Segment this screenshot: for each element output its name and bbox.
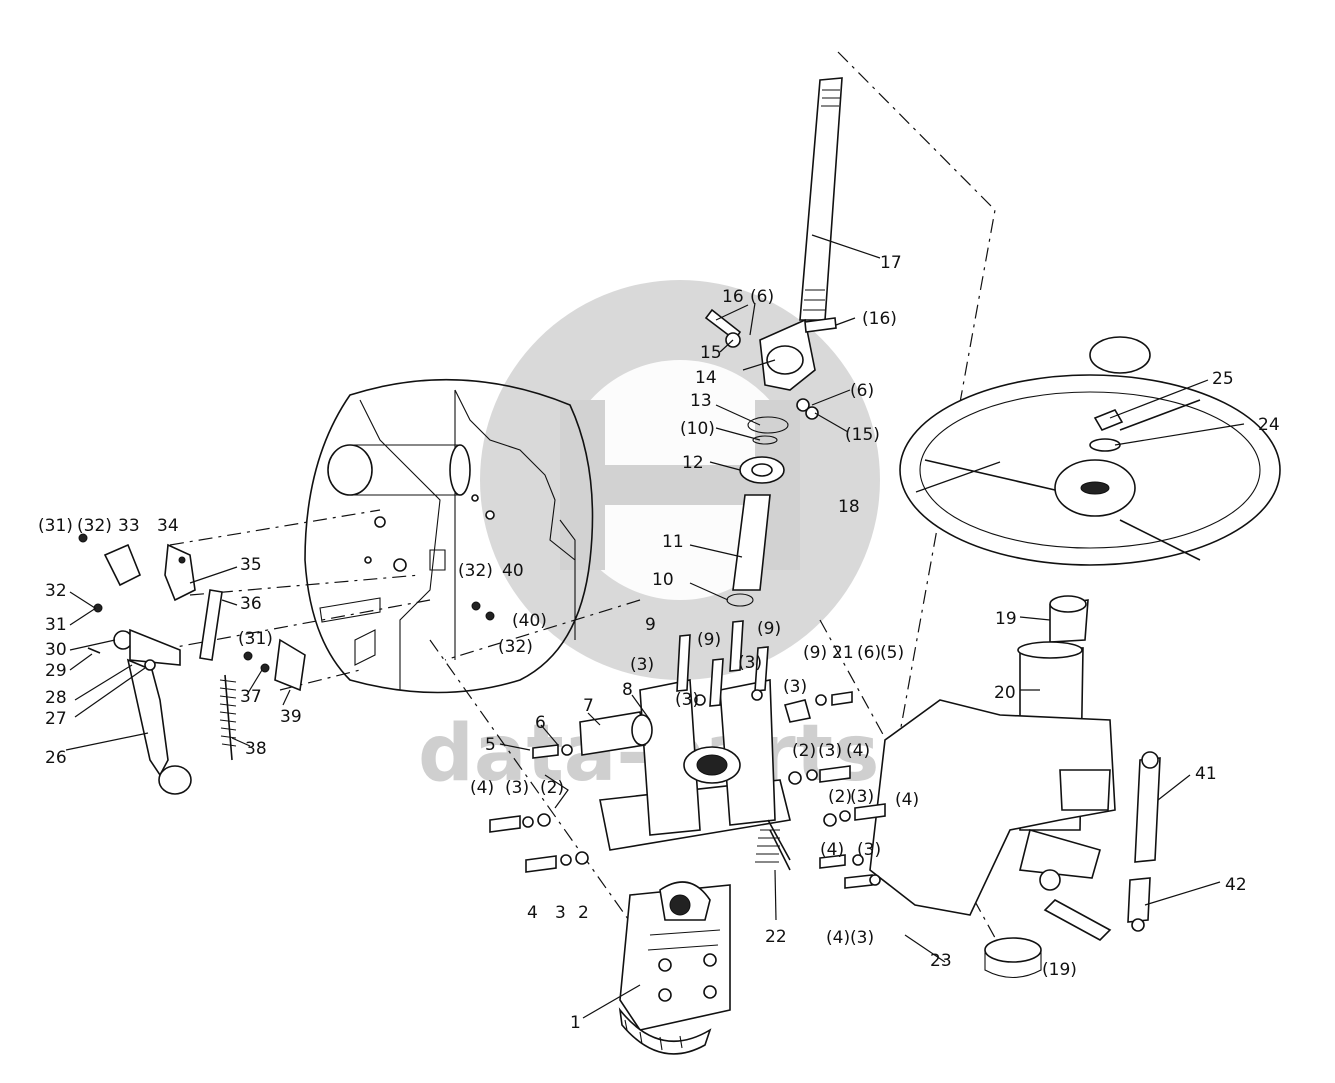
callout-35: 35 bbox=[240, 555, 262, 575]
frame-panel bbox=[304, 378, 594, 694]
callout-15-ref: (15) bbox=[845, 425, 880, 445]
callout-5-ref: (5) bbox=[880, 643, 904, 663]
callout-9-ref: (9) bbox=[697, 630, 721, 650]
callout-32-ref: (32) bbox=[77, 516, 112, 536]
callout-11: 11 bbox=[662, 532, 684, 552]
callout-10: 10 bbox=[652, 570, 674, 590]
callout-9-ref: (9) bbox=[757, 619, 781, 639]
callout-3-ref: (3) bbox=[850, 787, 874, 807]
column-and-bracket bbox=[869, 595, 1161, 979]
steering-wheel bbox=[899, 336, 1281, 566]
callout-32-ref: (32) bbox=[458, 561, 493, 581]
callout-4-ref: (4) bbox=[895, 790, 919, 810]
callout-3-ref: (3) bbox=[850, 928, 874, 948]
callout-37: 37 bbox=[240, 687, 262, 707]
callout-9: 9 bbox=[645, 615, 656, 635]
callout-4: 4 bbox=[527, 903, 538, 923]
callout-31-ref: (31) bbox=[238, 629, 273, 649]
callout-4-ref: (4) bbox=[470, 778, 494, 798]
callout-39: 39 bbox=[280, 707, 302, 727]
callout-3-ref: (3) bbox=[505, 778, 529, 798]
callout-24: 24 bbox=[1258, 415, 1280, 435]
leader-lines bbox=[65, 234, 1245, 1019]
callout-3: 3 bbox=[555, 903, 566, 923]
fasteners bbox=[471, 601, 886, 889]
orbitrol-and-base bbox=[579, 679, 791, 1055]
callout-6: 6 bbox=[535, 713, 546, 733]
pedal-linkage bbox=[78, 533, 306, 795]
callout-4-ref: (4) bbox=[820, 840, 844, 860]
callout-28: 28 bbox=[45, 688, 67, 708]
callout-40: 40 bbox=[502, 561, 524, 581]
callout-3-ref: (3) bbox=[630, 655, 654, 675]
callout-19: 19 bbox=[995, 609, 1017, 629]
steering-shaft-stack bbox=[704, 77, 843, 607]
callout-32: 32 bbox=[45, 581, 67, 601]
callout-3-ref: (3) bbox=[818, 741, 842, 761]
callout-labels: 1 2 (2) (2) (2) 3 (3) (3) (3) (3) (3) (3… bbox=[38, 253, 1280, 1033]
callout-40-ref: (40) bbox=[512, 611, 547, 631]
callout-33: 33 bbox=[118, 516, 140, 536]
callout-41: 41 bbox=[1195, 764, 1217, 784]
callout-7: 7 bbox=[583, 696, 594, 716]
callout-15: 15 bbox=[700, 343, 722, 363]
callout-19-ref: (19) bbox=[1042, 960, 1077, 980]
callout-26: 26 bbox=[45, 748, 67, 768]
callout-20: 20 bbox=[994, 683, 1016, 703]
callout-3-ref: (3) bbox=[675, 690, 699, 710]
callout-21: 21 bbox=[832, 643, 854, 663]
callout-6-ref: (6) bbox=[850, 381, 874, 401]
callout-34: 34 bbox=[157, 516, 179, 536]
callout-27: 27 bbox=[45, 709, 67, 729]
callout-4-ref: (4) bbox=[846, 741, 870, 761]
callout-3-ref: (3) bbox=[738, 653, 762, 673]
callout-14: 14 bbox=[695, 368, 717, 388]
callout-42: 42 bbox=[1225, 875, 1247, 895]
callout-2-ref: (2) bbox=[828, 787, 852, 807]
callout-6-ref: (6) bbox=[857, 643, 881, 663]
callout-29: 29 bbox=[45, 661, 67, 681]
callout-8: 8 bbox=[622, 680, 633, 700]
callout-32-ref: (32) bbox=[498, 637, 533, 657]
callout-2: 2 bbox=[578, 903, 589, 923]
callout-3-ref: (3) bbox=[857, 840, 881, 860]
callout-16-ref: (16) bbox=[862, 309, 897, 329]
callout-38: 38 bbox=[245, 739, 267, 759]
callout-5: 5 bbox=[485, 735, 496, 755]
callout-10-ref: (10) bbox=[680, 419, 715, 439]
callout-30: 30 bbox=[45, 640, 67, 660]
callout-6-ref: (6) bbox=[750, 287, 774, 307]
callout-2-ref: (2) bbox=[540, 778, 564, 798]
callout-18: 18 bbox=[838, 497, 860, 517]
callout-31-ref: (31) bbox=[38, 516, 73, 536]
callout-12: 12 bbox=[682, 453, 704, 473]
callout-25: 25 bbox=[1212, 369, 1234, 389]
callout-9-ref: (9) bbox=[803, 643, 827, 663]
callout-23: 23 bbox=[930, 951, 952, 971]
callout-13: 13 bbox=[690, 391, 712, 411]
callout-1: 1 bbox=[570, 1013, 581, 1033]
callout-16: 16 bbox=[722, 287, 744, 307]
callout-17: 17 bbox=[880, 253, 902, 273]
callout-4-ref: (4) bbox=[826, 928, 850, 948]
callout-36: 36 bbox=[240, 594, 262, 614]
callout-3-ref: (3) bbox=[783, 677, 807, 697]
callout-31: 31 bbox=[45, 615, 67, 635]
callout-22: 22 bbox=[765, 927, 787, 947]
callout-2-ref: (2) bbox=[792, 741, 816, 761]
